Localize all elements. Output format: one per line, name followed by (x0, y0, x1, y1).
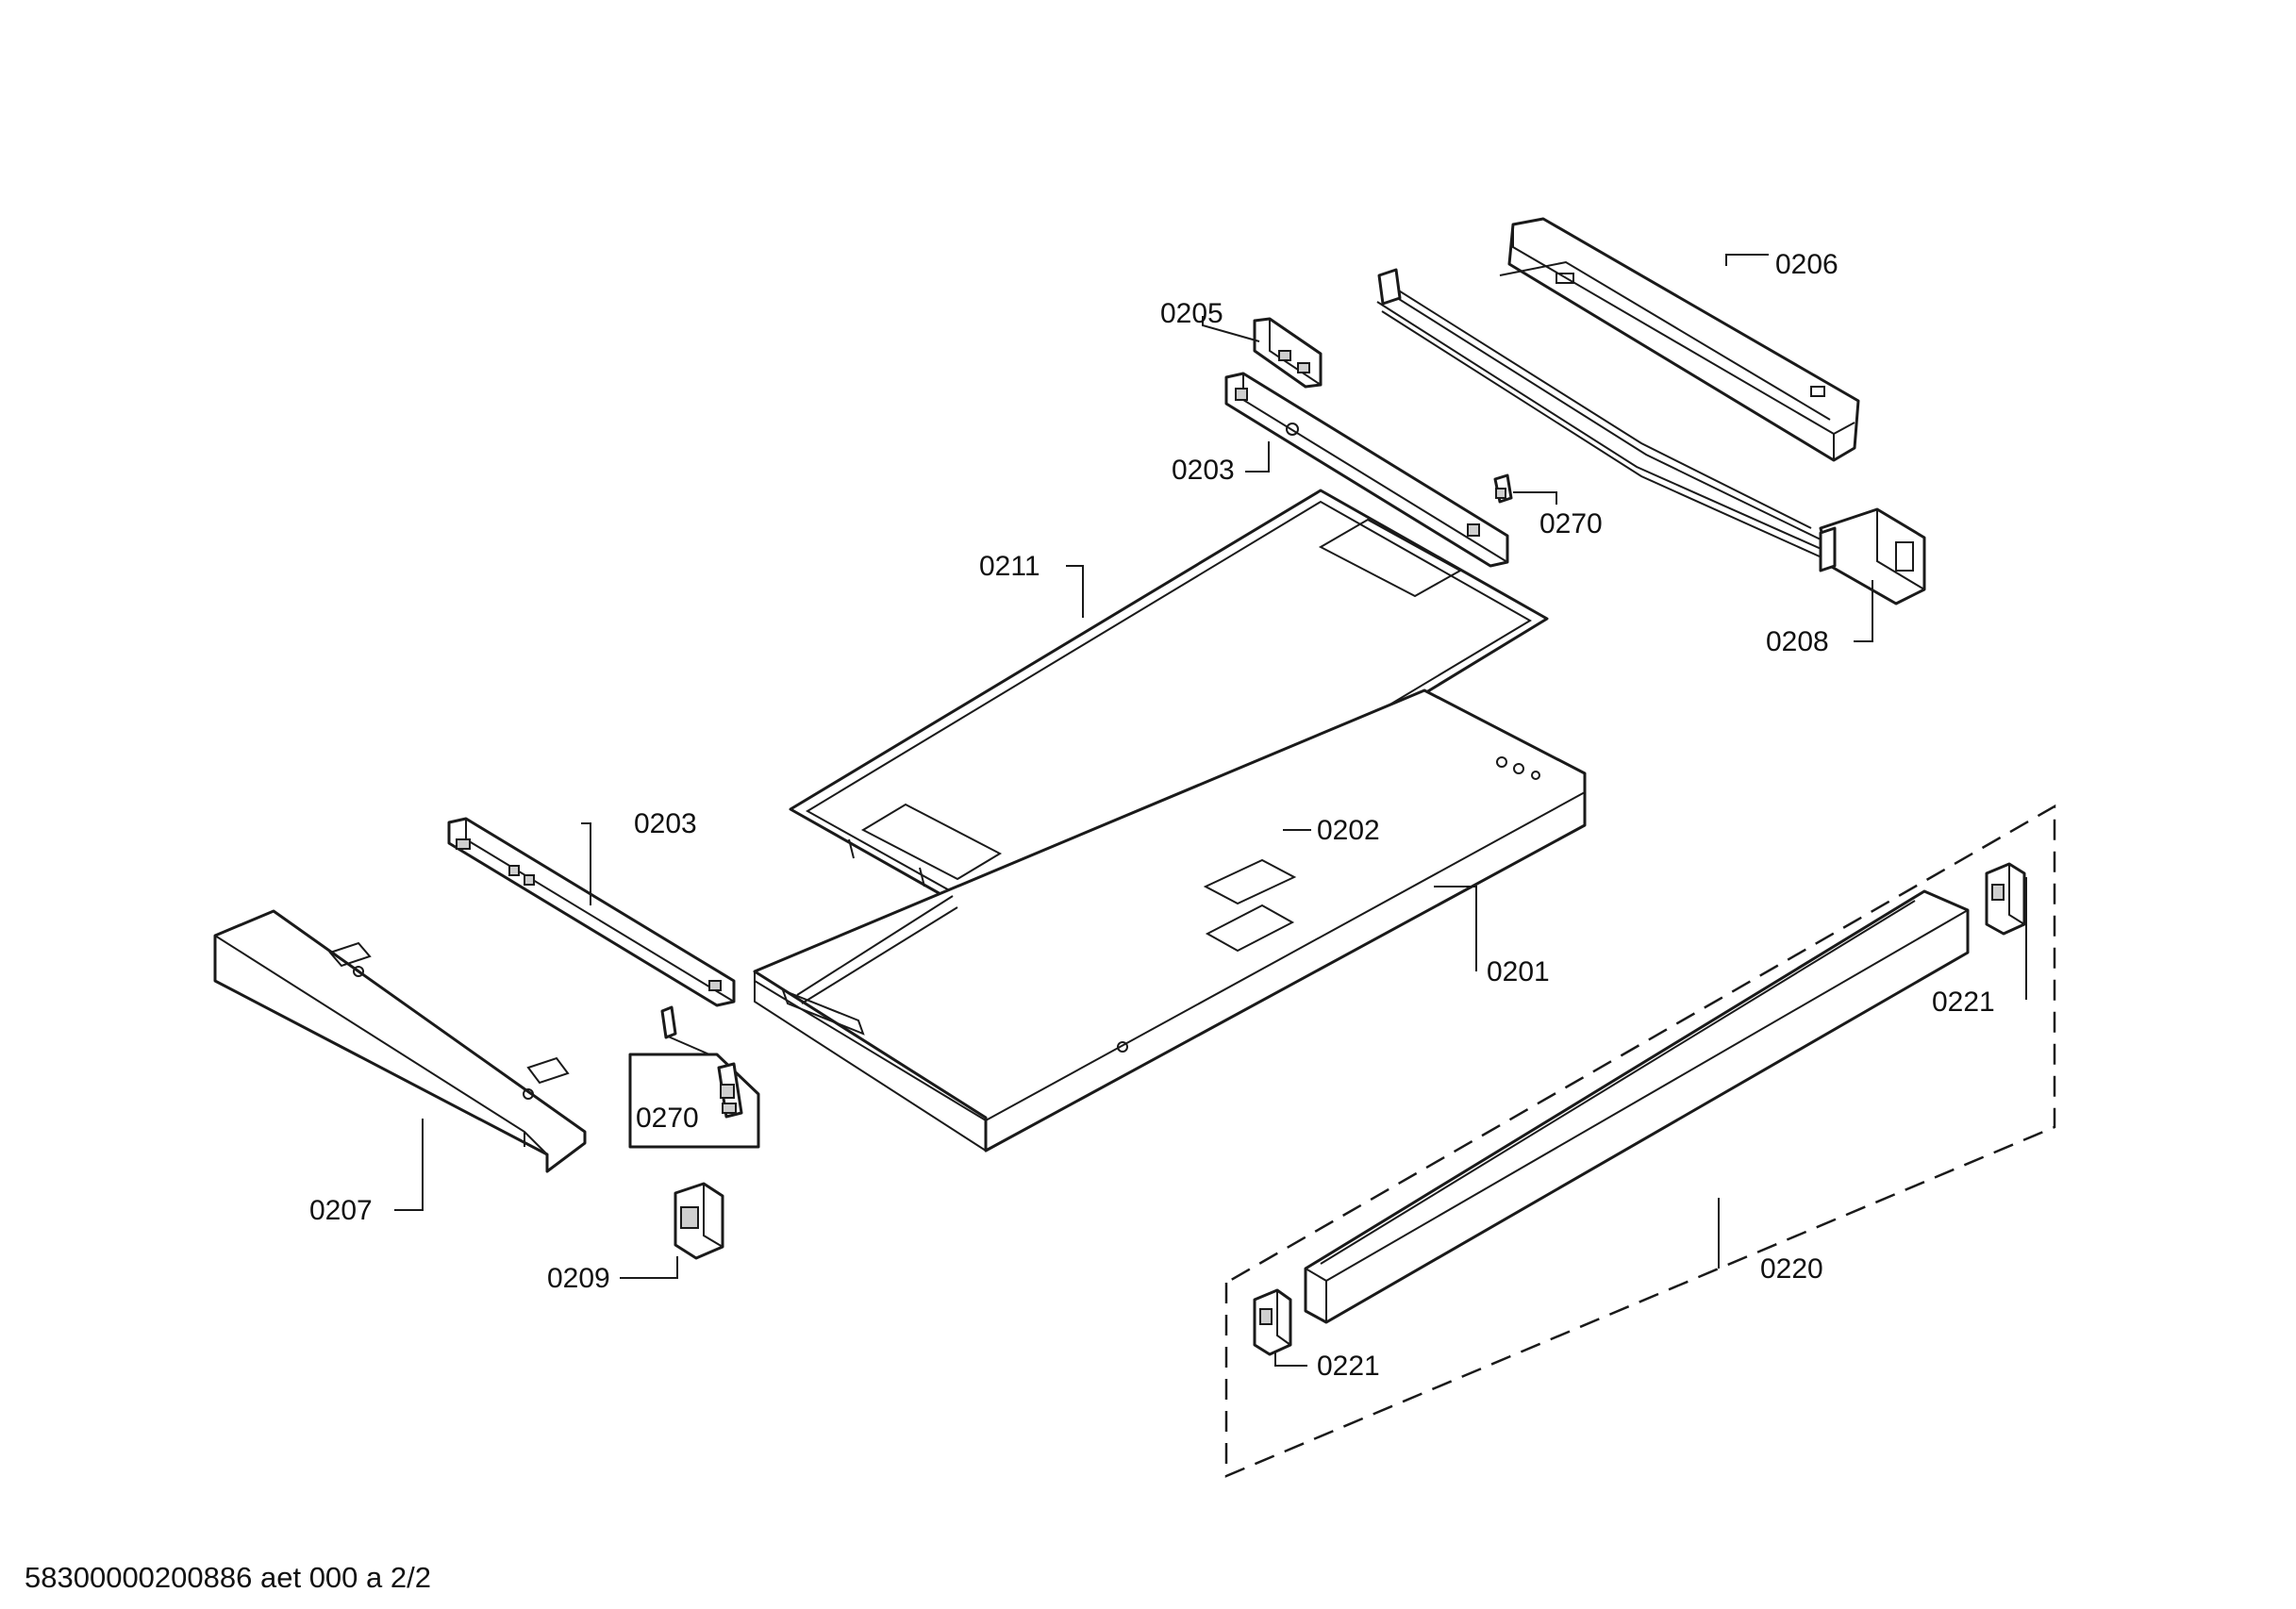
label-0203-left: 0203 (634, 808, 697, 839)
part-0203-lower-rail (447, 817, 736, 1007)
part-0206-cover-rail (1499, 217, 1860, 462)
label-0209: 0209 (547, 1263, 610, 1294)
label-0221-left: 0221 (1317, 1351, 1380, 1382)
part-0270-clip-top (1493, 473, 1513, 504)
part-0221-end-cap-left (1253, 1288, 1292, 1356)
part-labels: 0206 0205 0203 0270 0211 0208 0203 0202 … (309, 249, 1995, 1382)
part-0211-frame-panel (789, 489, 1549, 941)
label-0221-right: 0221 (1932, 987, 1995, 1018)
label-0208: 0208 (1766, 626, 1829, 657)
part-0205-bracket (1253, 317, 1323, 389)
label-0202: 0202 (1317, 815, 1380, 846)
document-footer-id: 58300000200886 aet 000 a 2/2 (25, 1561, 431, 1594)
label-0207: 0207 (309, 1195, 373, 1226)
part-0270-clip-boxed (628, 1005, 760, 1149)
label-0220: 0220 (1760, 1253, 1823, 1285)
part-0203-upper-rail (1224, 372, 1509, 568)
label-0205: 0205 (1160, 298, 1223, 329)
label-0203-top: 0203 (1172, 455, 1235, 486)
part-0201-main-body (753, 688, 1587, 1153)
label-0206: 0206 (1775, 249, 1838, 280)
part-0209-connector (674, 1182, 724, 1260)
label-0270-box: 0270 (636, 1103, 699, 1134)
leader-lines (394, 254, 2027, 1367)
part-0221-end-cap-right (1985, 862, 2026, 936)
label-0201: 0201 (1487, 956, 1550, 987)
label-0270-top: 0270 (1539, 508, 1603, 539)
part-0208-switch-wiring (1376, 268, 1926, 605)
part-0207-left-cover (213, 909, 587, 1173)
label-0211: 0211 (979, 551, 1040, 582)
part-0220-handle-kit (1224, 804, 2056, 1478)
